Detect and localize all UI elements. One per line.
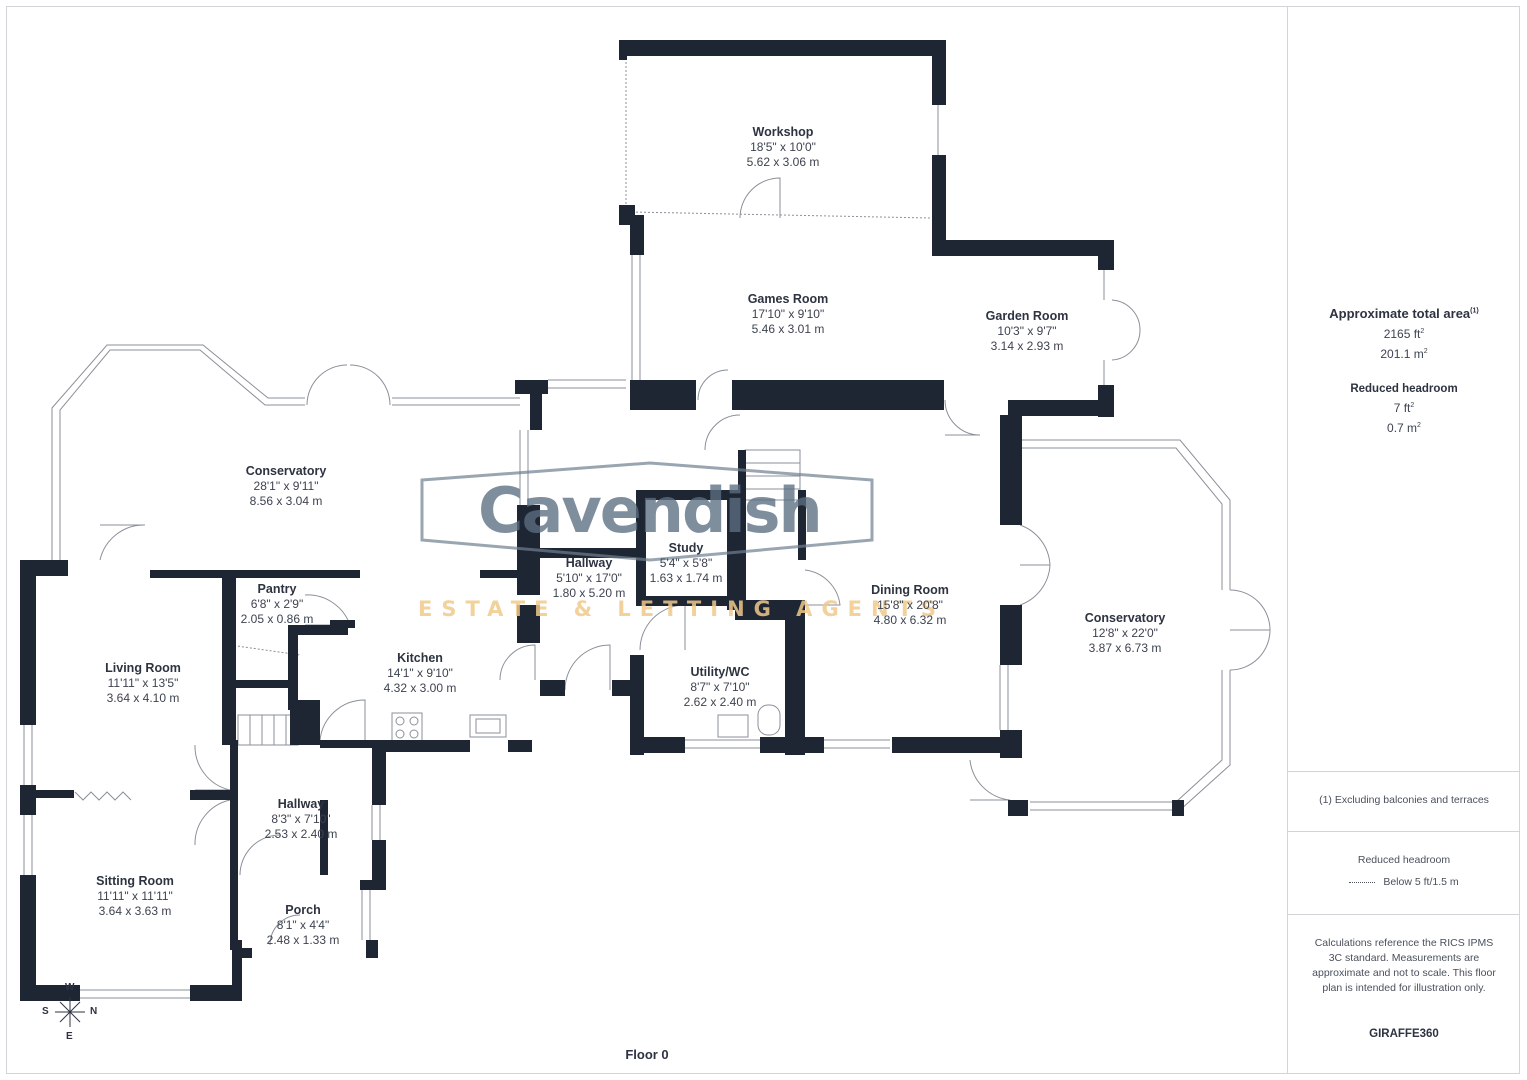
compass-south: S [42,1006,49,1017]
area-footnote-mark: (1) [1470,307,1479,315]
giraffe360-logo: GIRAFFE360 [1369,1028,1439,1040]
watermark-tagline: ESTATE & LETTING AGENTS [418,597,946,621]
plan-frame [6,6,1520,1074]
divider [1288,831,1520,832]
legend-title: Reduced headroom [1357,854,1451,866]
divider [1288,914,1520,915]
area-m: 201.1 m [1380,347,1424,361]
area-title: Approximate total area [1329,306,1471,321]
walls [20,40,1184,1001]
legend-item: Below 5 ft/1.5 m [1383,876,1459,888]
compass-east: E [66,1031,73,1042]
area-summary: Approximate total area(1) 2165 ft2 201.1… [1288,306,1520,435]
footnote: (1) Excluding balconies and terraces [1319,794,1489,806]
compass-north: N [90,1006,98,1017]
legend: Reduced headroom Below 5 ft/1.5 m [1288,854,1520,888]
reduced-ft: 7 ft [1393,401,1411,415]
dotted-line-icon [1349,881,1376,883]
info-sidebar: Approximate total area(1) 2165 ft2 201.1… [1287,6,1520,1074]
area-ft: 2165 ft [1383,327,1421,341]
watermark-brand: Cavendish [478,474,823,547]
reduced-headroom-title: Reduced headroom [1350,383,1458,395]
reduced-m: 0.7 m [1387,421,1418,435]
floor-label: Floor 0 [625,1047,669,1062]
compass-icon [55,997,85,1027]
conservatory-right-glazing [1018,439,1231,590]
compass-west: W [65,982,75,993]
disclaimer: Calculations reference the RICS IPMS 3C … [1312,937,1496,994]
divider [1288,771,1520,772]
conservatory-left-glazing [59,349,305,560]
